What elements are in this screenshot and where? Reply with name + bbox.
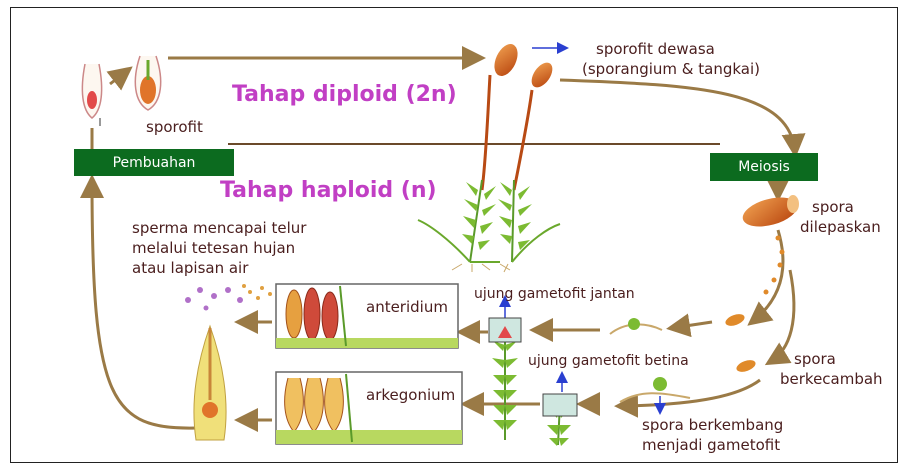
spores-germinate-label-2: berkecambah [780,370,883,389]
sperm-label-1: sperma mencapai telur [132,219,306,238]
spores-released-label-2: dilepaskan [800,218,881,237]
male-gametophyte-illustration [489,318,521,440]
archegonium-illustration [276,372,462,444]
meiosis-box: Meiosis [710,153,818,181]
arrow-up-to-fertilization [92,180,196,428]
arrow-to-germinating [770,270,794,362]
spore-capsule-illustration [740,192,801,232]
fertilization-label: Pembuahan [113,155,196,171]
arrow-embryo-to-sporophyte [110,70,128,84]
haploid-phase-title: Tahap haploid (n) [220,178,437,203]
diploid-phase-title: Tahap diploid (2n) [232,82,457,107]
arrow-to-meiosis [560,80,795,152]
mature-sporophyte-label-1: sporofit dewasa [596,40,715,59]
embryo-sporophyte-illustration [82,56,160,118]
arrow-germinate [620,380,760,406]
sporophyte-label: sporofit [146,118,203,137]
spores-released-label-1: spora [812,198,854,217]
female-tip-label: ujung gametofit betina [528,352,689,371]
fertilization-box: Pembuahan [74,149,234,176]
sperm-label-3: atau lapisan air [132,259,248,278]
antheridium-label: anteridium [366,298,448,317]
mature-sporophyte-label-2: (sporangium & tangkai) [582,60,760,79]
male-tip-label: ujung gametofit jantan [474,285,635,304]
sperm-label-2: melalui tetesan hujan [132,239,295,258]
spores-develop-label-1: spora berkembang [642,416,783,435]
fertilization-illustration [185,284,272,440]
female-gametophyte-illustration [543,394,577,446]
mature-moss-plant [418,40,560,272]
arrow-to-male-protonema [672,322,712,328]
arrow-spores-falling [752,230,783,322]
spores-germinate-label-1: spora [794,350,836,369]
archegonium-label: arkegonium [366,386,455,405]
spores-develop-label-2: menjadi gametofit [642,436,780,455]
meiosis-label: Meiosis [738,159,790,175]
